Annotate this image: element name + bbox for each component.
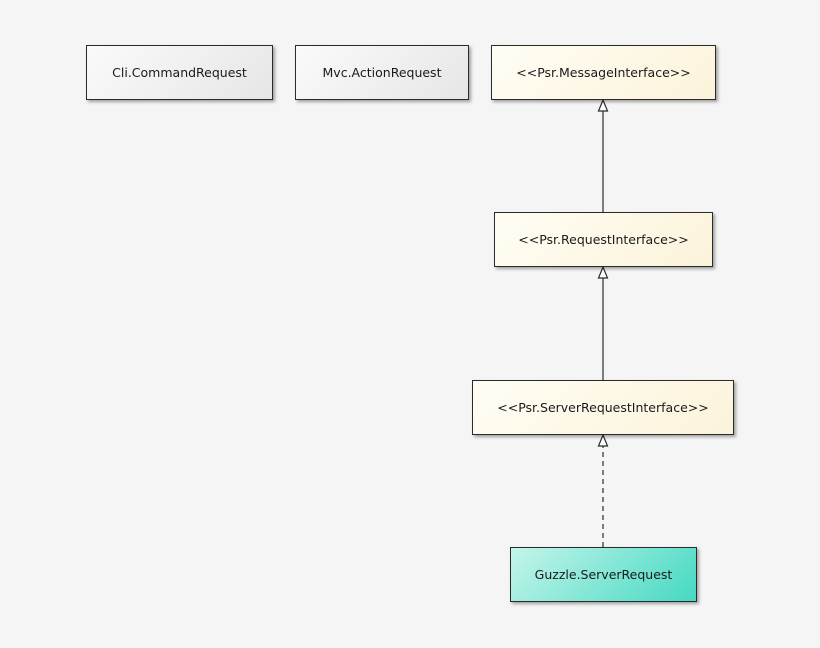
- node-label: <<Psr.ServerRequestInterface>>: [497, 400, 709, 415]
- generalization-arrowhead: [597, 265, 609, 279]
- node-label: <<Psr.RequestInterface>>: [518, 232, 689, 247]
- node-label: <<Psr.MessageInterface>>: [516, 65, 691, 80]
- class-node-cli-command-request[interactable]: Cli.CommandRequest: [86, 45, 273, 100]
- realization-arrowhead: [597, 433, 609, 447]
- interface-node-psr-message-interface[interactable]: <<Psr.MessageInterface>>: [491, 45, 716, 100]
- node-label: Cli.CommandRequest: [112, 65, 247, 80]
- node-label: Guzzle.ServerRequest: [534, 567, 673, 582]
- node-label: Mvc.ActionRequest: [322, 65, 442, 80]
- class-node-guzzle-server-request[interactable]: Guzzle.ServerRequest: [510, 547, 697, 602]
- generalization-arrowhead: [597, 98, 609, 112]
- interface-node-psr-request-interface[interactable]: <<Psr.RequestInterface>>: [494, 212, 713, 267]
- interface-node-psr-server-request-interface[interactable]: <<Psr.ServerRequestInterface>>: [472, 380, 734, 435]
- class-node-mvc-action-request[interactable]: Mvc.ActionRequest: [295, 45, 469, 100]
